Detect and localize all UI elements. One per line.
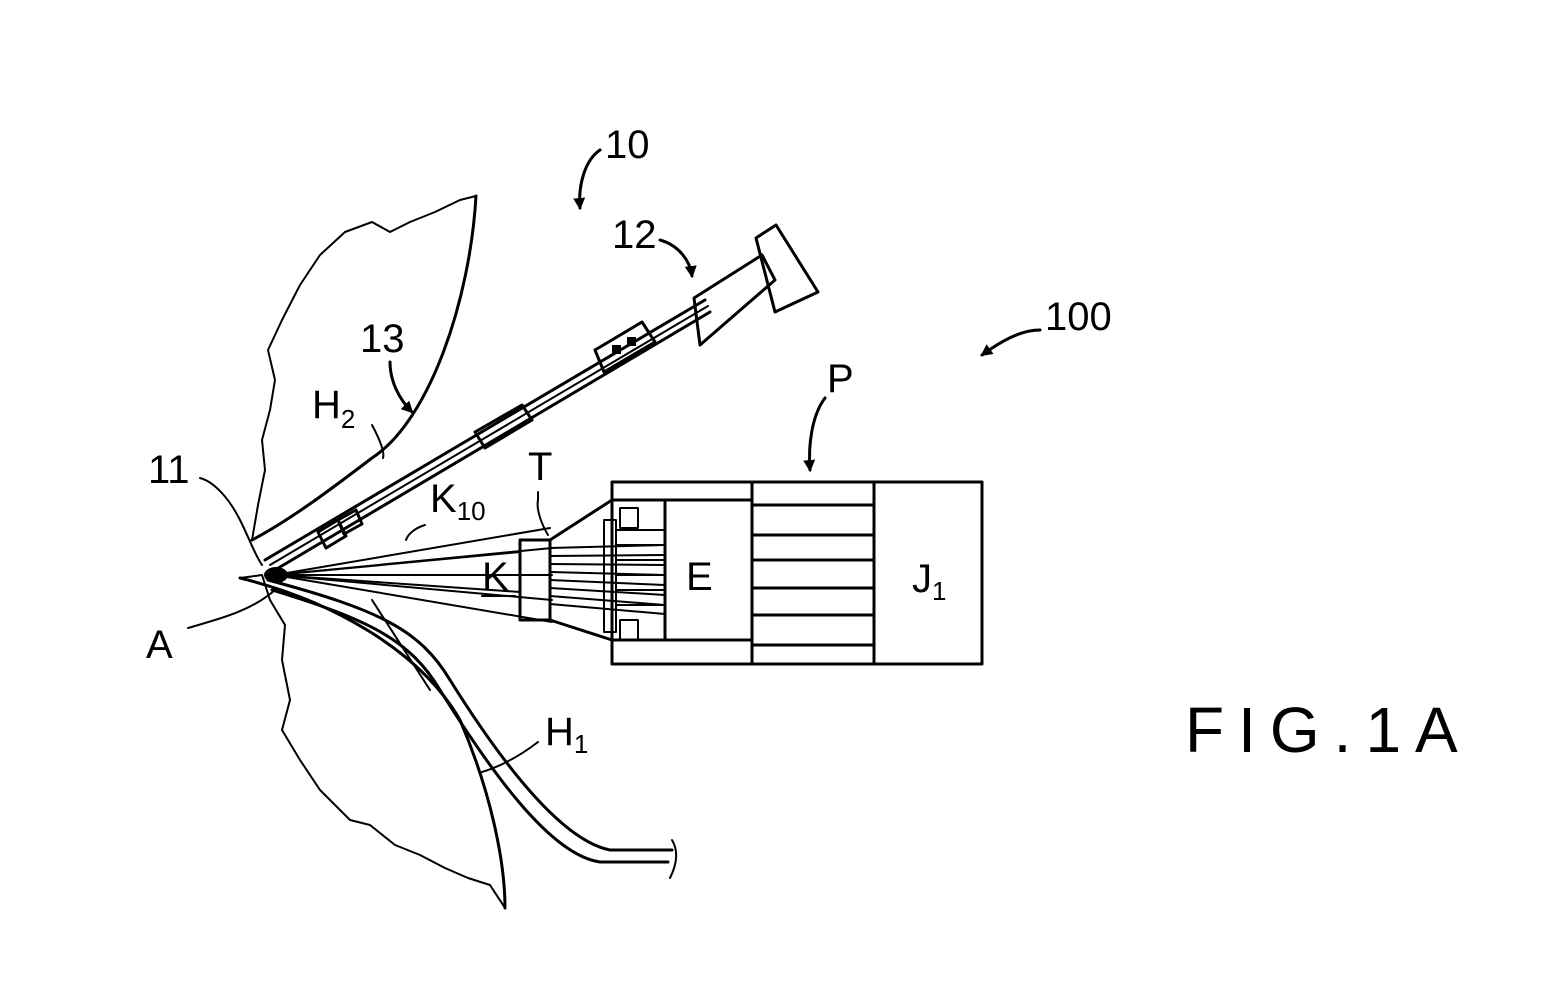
label-11: 11: [148, 448, 190, 492]
label-h2: H2: [312, 383, 355, 434]
instrument-handle: [694, 225, 818, 345]
ribbon-wires: [550, 545, 665, 614]
label-12: 12: [612, 213, 657, 257]
label-t: T: [528, 445, 552, 489]
figure-caption: FIG.1A: [1185, 694, 1472, 766]
label-13: 13: [360, 317, 405, 361]
label-k: K: [482, 555, 509, 599]
label-10: 10: [605, 123, 650, 167]
label-a: A: [146, 623, 173, 667]
connector-k: [520, 500, 612, 640]
label-100: 100: [1045, 295, 1112, 339]
label-p: P: [827, 357, 854, 401]
label-k10: K10: [430, 477, 486, 526]
label-j1: J1: [912, 557, 946, 606]
label-e: E: [686, 555, 713, 599]
label-h1: H1: [545, 710, 588, 759]
lower-tissue-flap: [240, 575, 505, 908]
